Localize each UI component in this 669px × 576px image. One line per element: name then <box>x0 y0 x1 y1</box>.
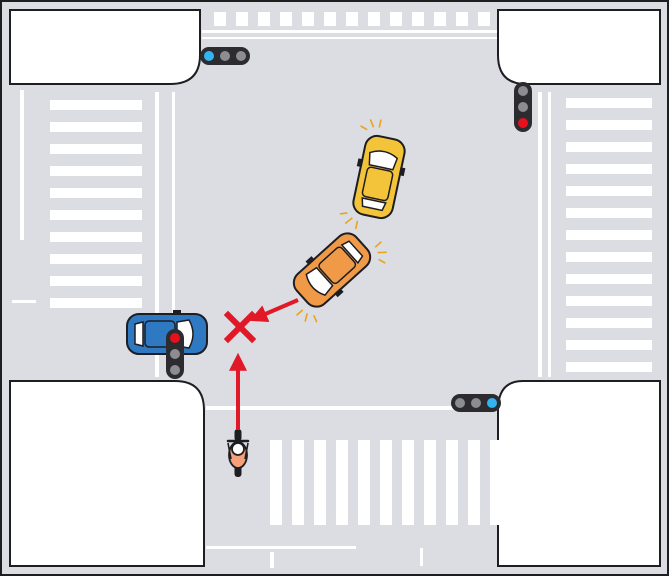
crosswalk-stripe <box>358 440 370 525</box>
traffic-signal-west <box>166 329 184 379</box>
collision-cross-icon <box>223 310 257 344</box>
signal-light-off <box>170 365 180 375</box>
crosswalk-stripe <box>468 440 480 525</box>
crosswalk-stripe <box>566 208 652 218</box>
crosswalk-stripe <box>214 12 226 26</box>
orange-car <box>292 232 387 323</box>
edge-line <box>20 90 24 240</box>
crosswalk-stripe <box>446 440 458 525</box>
block-bottom-right <box>497 380 661 567</box>
crosswalk-stripe <box>380 440 392 525</box>
crosswalk-stripe <box>566 120 652 130</box>
crosswalk-stripe <box>346 12 358 26</box>
signal-light-off <box>518 86 528 96</box>
crosswalk-stripe <box>390 12 402 26</box>
crosswalk-stripe <box>50 144 142 154</box>
crosswalk-stripe <box>402 440 414 525</box>
road-markings <box>12 12 652 568</box>
crosswalk-stripe <box>270 440 282 525</box>
signal-light-green <box>487 398 497 408</box>
lane-line <box>202 37 497 39</box>
crosswalk-stripe <box>50 298 142 308</box>
signal-light-off <box>455 398 465 408</box>
crosswalk-stripe <box>368 12 380 26</box>
traffic-signal-north <box>200 47 250 65</box>
crosswalk-stripe <box>566 252 652 262</box>
crosswalk-stripe <box>50 210 142 220</box>
traffic-signal-south <box>451 394 501 412</box>
crosswalk-stripe <box>50 276 142 286</box>
crosswalk-stripe <box>50 100 142 110</box>
crosswalk-stripe <box>50 254 142 264</box>
motorcycle <box>226 429 250 477</box>
crosswalk-stripe <box>456 12 468 26</box>
blink-indicator-icon <box>339 119 382 230</box>
crosswalk-stripe <box>236 12 248 26</box>
crosswalk-stripe <box>50 232 142 242</box>
crosswalk-stripe <box>566 186 652 196</box>
lane-line <box>420 548 423 566</box>
crosswalk-stripe <box>424 440 436 525</box>
crosswalk-stripe <box>566 142 652 152</box>
crosswalk-stripe <box>566 230 652 240</box>
crosswalk-stripe <box>258 12 270 26</box>
block-top-right <box>497 9 661 85</box>
crosswalk-stripe <box>50 166 142 176</box>
crosswalk-stripe <box>292 440 304 525</box>
crosswalk-stripe <box>324 12 336 26</box>
crosswalk-stripe <box>478 12 490 26</box>
lane-line <box>548 92 551 377</box>
block-top-left <box>9 9 201 85</box>
signal-light-off <box>170 349 180 359</box>
crosswalk-stripe <box>490 440 502 525</box>
signal-light-red <box>518 118 528 128</box>
crosswalk-stripe <box>336 440 348 525</box>
lane-line <box>172 92 175 377</box>
crosswalk-stripe <box>434 12 446 26</box>
traffic-signal-east <box>514 82 532 132</box>
stop-line <box>206 406 498 410</box>
orange-car-path-arrow <box>249 298 299 323</box>
yellow-car <box>339 119 406 230</box>
edge-line <box>12 300 36 303</box>
signal-light-off <box>220 51 230 61</box>
signal-light-off <box>236 51 246 61</box>
crosswalk-stripe <box>280 12 292 26</box>
crosswalk-stripe <box>566 274 652 284</box>
signal-light-green <box>204 51 214 61</box>
crosswalk-stripe <box>566 98 652 108</box>
signal-light-off <box>471 398 481 408</box>
signal-light-red <box>170 333 180 343</box>
block-bottom-left <box>9 380 205 567</box>
signal-light-off <box>518 102 528 112</box>
crosswalk-stripe <box>50 122 142 132</box>
crosswalk-stripe <box>412 12 424 26</box>
lane-line <box>270 552 274 568</box>
crosswalk-stripe <box>566 340 652 350</box>
lane-line <box>206 546 356 549</box>
stop-line <box>202 30 497 33</box>
crosswalk-stripe <box>302 12 314 26</box>
crosswalk-stripe <box>314 440 326 525</box>
crosswalk-stripe <box>566 164 652 174</box>
blink-indicator-icon <box>296 241 387 323</box>
stop-line <box>538 92 542 377</box>
crosswalk-stripe <box>50 188 142 198</box>
crosswalk-stripe <box>566 296 652 306</box>
crosswalk-stripe <box>566 318 652 328</box>
crosswalk-stripe <box>566 362 652 372</box>
stop-line <box>155 92 159 377</box>
